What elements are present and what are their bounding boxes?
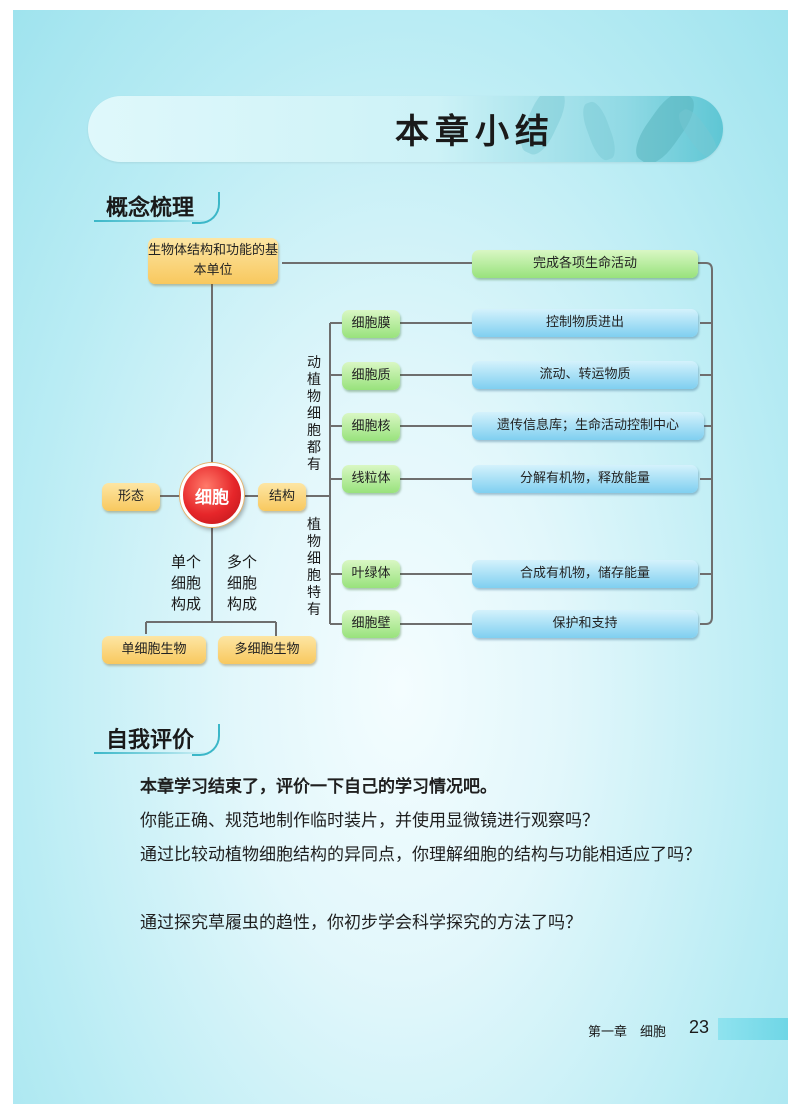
unicellular-node: 单细胞生物	[102, 636, 206, 664]
multi-cell-label: 多个细胞构成	[226, 554, 257, 613]
section-title-concept-map: 概念梳理	[106, 196, 195, 221]
multicellular-node: 多细胞生物	[218, 636, 316, 664]
membrane-function-node: 控制物质进出	[472, 309, 698, 337]
basic-unit-node: 生物体结构和功能的基本单位	[148, 238, 278, 284]
footer-accent-bar	[718, 1018, 788, 1040]
cell-center-node: 细胞	[180, 463, 244, 527]
mitochondria-node: 线粒体	[342, 465, 400, 493]
footer-chapter: 第一章 细胞	[588, 1025, 667, 1040]
section-arc	[192, 192, 220, 224]
cell-membrane-node: 细胞膜	[342, 310, 400, 338]
concept-map-connectors	[145, 262, 713, 636]
self-eval-intro: 本章学习结束了，评价一下自己的学习情况吧。	[140, 777, 497, 797]
cell-wall-function-node: 保护和支持	[472, 610, 698, 638]
plant-only-label: 植物细胞特有	[307, 516, 321, 617]
section-arc-2	[192, 724, 220, 756]
cytoplasm-function-node: 流动、转运物质	[472, 361, 698, 389]
section-underline	[94, 220, 214, 222]
morphology-node: 形态	[102, 483, 160, 511]
cytoplasm-node: 细胞质	[342, 362, 400, 390]
mitochondria-function-node: 分解有机物，释放能量	[472, 465, 698, 493]
chloroplast-function-node: 合成有机物，储存能量	[472, 560, 698, 588]
self-eval-question-1: 你能正确、规范地制作临时装片，并使用显微镜进行观察吗？	[140, 811, 599, 831]
section-title-self-evaluation: 自我评价	[106, 728, 195, 753]
self-eval-question-3: 通过探究草履虫的趋性，你初步学会科学探究的方法了吗？	[140, 913, 582, 933]
nucleus-function-node: 遗传信息库；生命活动控制中心	[472, 412, 704, 440]
life-activity-node: 完成各项生命活动	[472, 250, 698, 278]
banner-title: 本章小结	[395, 112, 555, 152]
chapter-summary-banner: 本章小结	[88, 96, 723, 162]
chloroplast-node: 叶绿体	[342, 560, 400, 588]
both-cells-label: 动植物细胞都有	[307, 354, 321, 472]
self-eval-question-2: 通过比较动植物细胞结构的异同点，你理解细胞的结构与功能相适应了吗？	[140, 845, 701, 865]
section-underline-2	[94, 752, 214, 754]
structure-node: 结构	[258, 483, 306, 511]
page-number: 23	[689, 1017, 710, 1037]
cell-wall-node: 细胞壁	[342, 610, 400, 638]
page-background	[13, 10, 788, 1104]
nucleus-node: 细胞核	[342, 413, 400, 441]
single-cell-label: 单个细胞构成	[170, 554, 201, 613]
